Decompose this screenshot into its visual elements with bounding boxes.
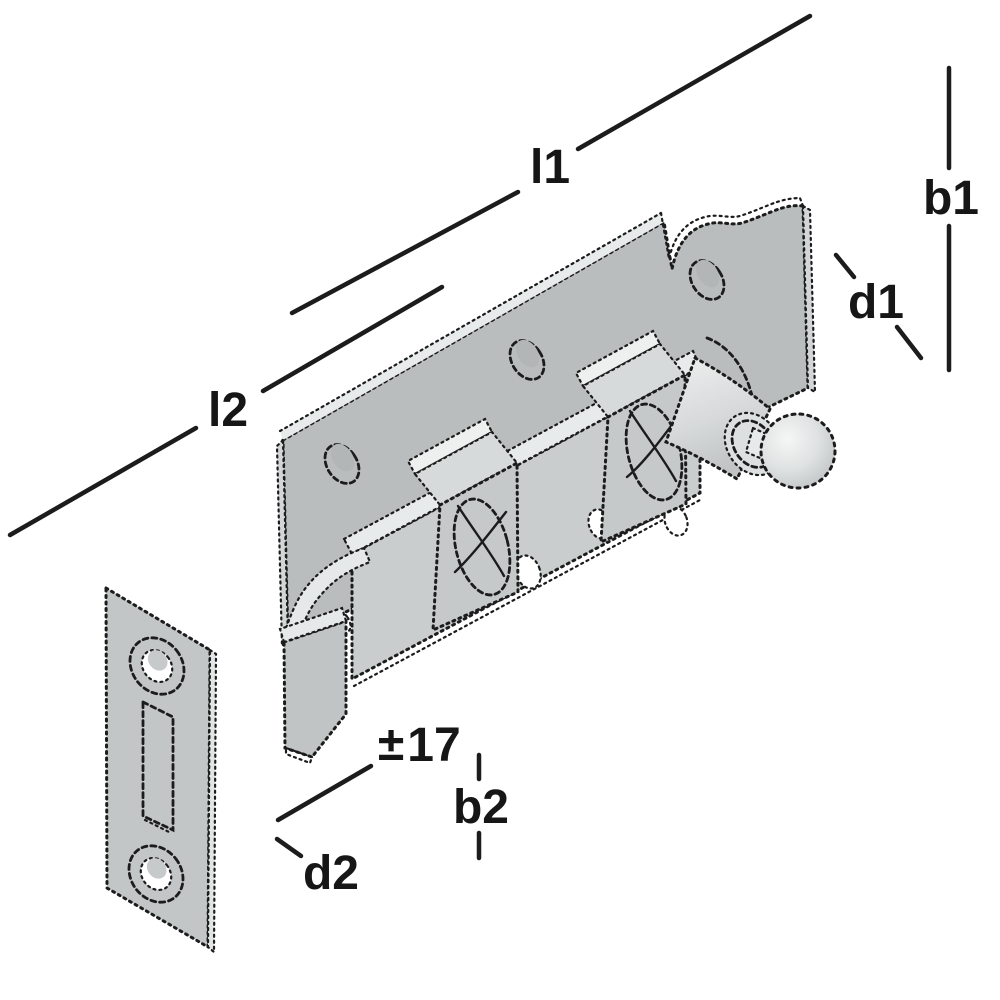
dimension-tolerance: ± 17 — [275, 718, 461, 823]
dim-line-d1 — [833, 252, 924, 361]
guide-right-top-highlight — [574, 329, 662, 388]
mounting-plate-scallop-outer-edge — [659, 196, 805, 260]
knob-ball — [759, 412, 837, 490]
guide-bracket-left — [406, 417, 520, 633]
plate-screw-hole-right — [688, 259, 726, 301]
dim-label-l1: l1 — [530, 141, 570, 194]
dim-label-tolerance-sign: ± — [378, 718, 404, 771]
mounting-plate-left-edge-band — [275, 437, 290, 649]
strike-plate-side-edge — [206, 647, 218, 955]
strike-plate-screw-hole-top — [128, 636, 186, 696]
guide-arch-opening-1 — [514, 554, 542, 590]
dim-line-tolerance — [275, 763, 374, 823]
bolt-handle-end — [278, 546, 372, 765]
strike-plate-face — [104, 585, 212, 950]
dimension-l1: l1 — [289, 13, 813, 316]
guide-left-face — [431, 460, 520, 633]
mounting-plate-top-edge-band — [280, 213, 664, 440]
guide-bracket-right — [574, 329, 688, 545]
bolt-handle-tongue-face — [282, 618, 348, 759]
plate-screw-hole-middle — [508, 339, 546, 381]
dimension-b2: b2 — [453, 752, 509, 861]
strike-plate — [104, 585, 218, 955]
strike-plate-screw-hole-bottom — [127, 844, 185, 904]
bolt-boss-dashed-outline — [705, 336, 759, 432]
dim-line-l2 — [7, 284, 445, 538]
dimension-b1: b1 — [923, 65, 979, 373]
dimension-d2: d2 — [274, 836, 359, 900]
guide-right-top-face — [581, 342, 687, 419]
dim-label-d2: d2 — [303, 847, 359, 900]
bolt-cylinder — [664, 355, 837, 490]
dimension-d1: d1 — [833, 252, 924, 361]
guide-left-top-highlight — [406, 417, 494, 476]
dim-label-tolerance-value: 17 — [407, 719, 460, 772]
mounting-plate-right-edge-band — [801, 204, 817, 394]
dim-label-l2: l2 — [208, 384, 248, 437]
mounting-plate-top-outer-edge — [278, 211, 663, 433]
dim-label-d1: d1 — [848, 276, 904, 329]
bolt-handle-tongue-top-band — [278, 606, 348, 644]
dimension-l2: l2 — [7, 284, 445, 538]
dim-line-l1 — [289, 13, 813, 316]
guide-left-top-face — [413, 430, 519, 507]
guide-left-dimple-cross — [453, 504, 508, 578]
dim-label-b1: b1 — [923, 172, 979, 225]
strike-plate-slot-lip — [143, 818, 173, 835]
guide-left-dimple — [452, 497, 512, 597]
strike-plate-slot — [141, 699, 175, 833]
dim-label-b2: b2 — [453, 781, 509, 834]
dim-line-d2 — [274, 836, 304, 859]
bolt-bar-bottom-edge — [352, 498, 702, 688]
plate-screw-hole-left — [323, 443, 361, 485]
bolt-handle-tongue-bottom-edge — [284, 746, 314, 765]
